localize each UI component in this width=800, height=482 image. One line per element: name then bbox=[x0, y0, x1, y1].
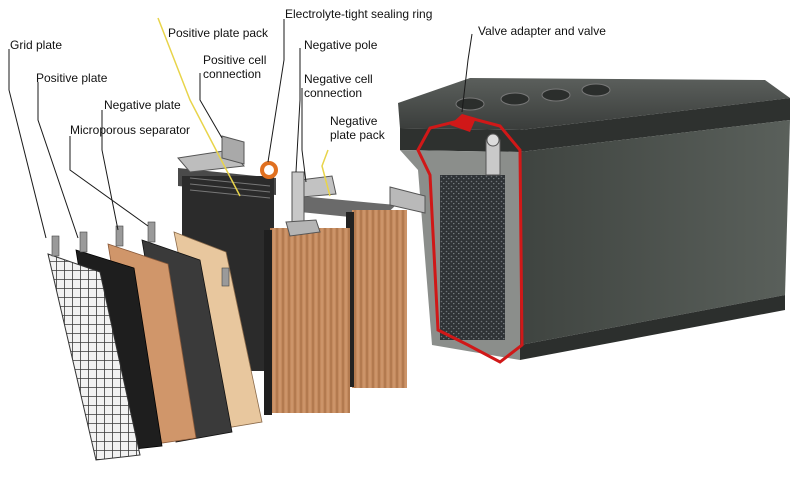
label-positive-cell-connection: Positive cell connection bbox=[203, 53, 267, 81]
valve-icon bbox=[450, 114, 476, 132]
grid-plate-sheet bbox=[47, 253, 141, 461]
label-positive-plate-pack: Positive plate pack bbox=[168, 26, 269, 40]
leader-sealing-ring bbox=[267, 19, 285, 163]
leader-grid-plate bbox=[8, 49, 47, 239]
leader-negative-cell-connection bbox=[301, 88, 307, 183]
negative-cell-connection-bracket bbox=[389, 186, 426, 214]
label-grid-plate: Grid plate bbox=[10, 38, 63, 52]
leader-positive-cell-connection bbox=[199, 73, 223, 139]
label-negative-cell-connection: Negative cell connection bbox=[304, 72, 373, 100]
label-negative-plate: Negative plate bbox=[104, 98, 181, 112]
leader-positive-plate-pack bbox=[157, 17, 241, 197]
battery-body bbox=[520, 120, 790, 345]
leader-positive-plate bbox=[37, 82, 79, 239]
negative-pole-post bbox=[291, 171, 305, 225]
leader-negative-plate bbox=[101, 110, 119, 231]
leader-separator bbox=[69, 136, 149, 227]
leader-lines bbox=[8, 19, 473, 239]
positive-pack-plates bbox=[270, 228, 350, 413]
highlight-leaders bbox=[157, 17, 331, 197]
label-microporous-separator: Microporous separator bbox=[70, 123, 191, 137]
plate-block-cutaway bbox=[440, 175, 505, 340]
label-negative-pole: Negative pole bbox=[304, 38, 378, 52]
label-negative-plate-pack: Negative plate pack bbox=[330, 114, 385, 142]
sealing-ring-icon bbox=[260, 161, 278, 179]
vent-caps bbox=[455, 83, 611, 111]
leader-negative-pole bbox=[295, 48, 301, 173]
battery-lid bbox=[398, 78, 790, 130]
label-electrolyte-tight-sealing-ring: Electrolyte-tight sealing ring bbox=[285, 7, 433, 21]
leader-valve bbox=[461, 33, 473, 113]
leader-negative-plate-pack bbox=[321, 149, 331, 197]
label-valve-adapter-and-valve: Valve adapter and valve bbox=[478, 24, 606, 38]
loose-plates bbox=[47, 221, 263, 461]
battery-case bbox=[398, 78, 790, 364]
label-positive-plate: Positive plate bbox=[36, 71, 108, 85]
